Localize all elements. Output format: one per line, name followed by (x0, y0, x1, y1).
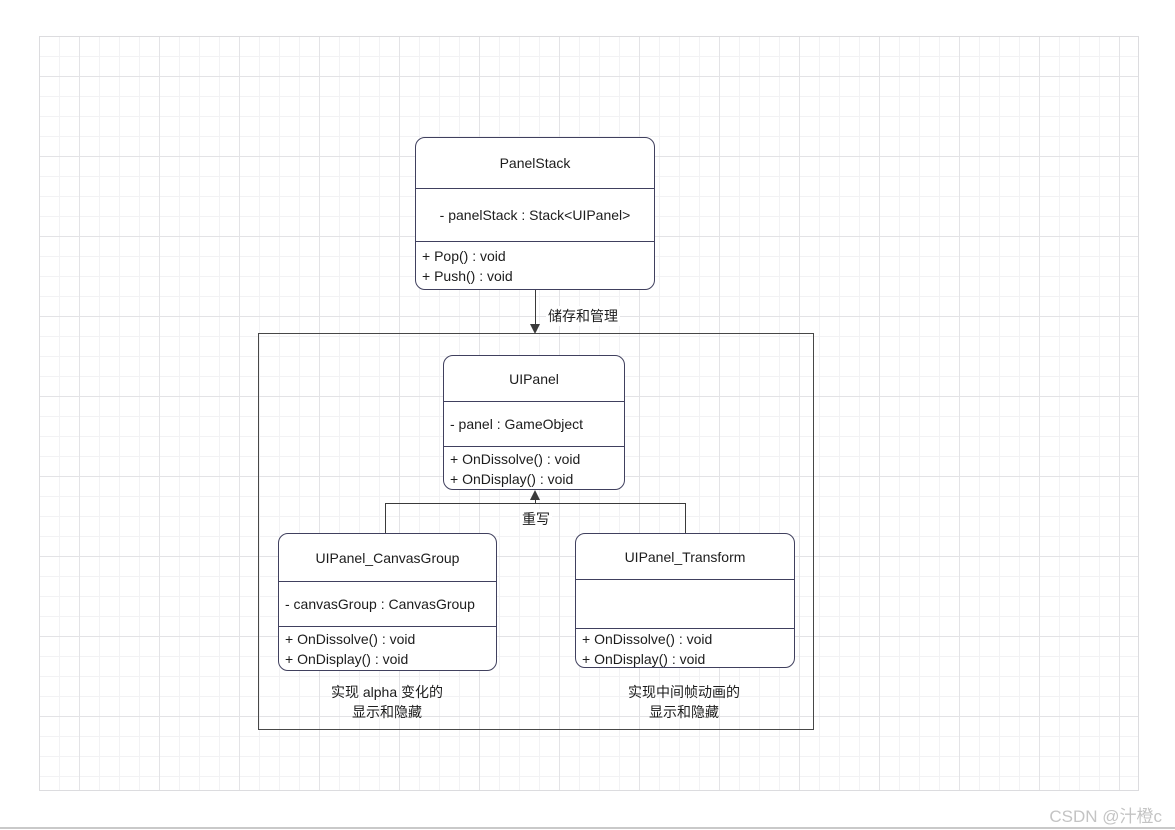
method-text: + Push() : void (422, 268, 513, 284)
method-text: + OnDisplay() : void (285, 651, 409, 667)
class-box-uipanel-transform: UIPanel_Transform + OnDissolve() : void … (575, 533, 795, 668)
class-attributes-uipanel-canvasgroup: - canvasGroup : CanvasGroup (279, 581, 496, 626)
class-methods-uipanel-transform: + OnDissolve() : void + OnDisplay() : vo… (576, 628, 794, 667)
note-canvasgroup: 实现 alpha 变化的 显示和隐藏 (287, 682, 487, 722)
class-title-panelstack: PanelStack (499, 155, 571, 171)
class-attributes-uipanel: - panel : GameObject (444, 401, 624, 446)
class-box-panelstack: PanelStack - panelStack : Stack<UIPanel>… (415, 137, 655, 290)
method-text: + OnDisplay() : void (582, 651, 706, 667)
class-title-uipanel-canvasgroup: UIPanel_CanvasGroup (315, 549, 460, 566)
edge-label-override: 重写 (520, 509, 552, 529)
method-text: + OnDissolve() : void (450, 451, 581, 467)
note-line: 显示和隐藏 (352, 704, 422, 720)
method-text: + OnDisplay() : void (450, 471, 574, 487)
method-text: + Pop() : void (422, 248, 506, 264)
csdn-watermark: CSDN @汁橙c (1049, 807, 1162, 826)
class-attributes-uipanel-transform (576, 579, 794, 628)
attribute-text: - canvasGroup : CanvasGroup (285, 596, 475, 612)
note-line: 实现中间帧动画的 (628, 684, 740, 700)
class-title-uipanel-transform: UIPanel_Transform (624, 548, 746, 565)
arrowhead-down-icon (530, 324, 540, 334)
class-box-uipanel: UIPanel - panel : GameObject + OnDissolv… (443, 355, 625, 490)
edge-override-horizontal-line (385, 503, 686, 504)
method-text: + OnDissolve() : void (582, 631, 713, 647)
arrowhead-up-icon (530, 490, 540, 500)
class-title-uipanel: UIPanel (509, 370, 559, 387)
class-methods-panelstack: + Pop() : void + Push() : void (416, 241, 654, 289)
attribute-text: - panelStack : Stack<UIPanel> (439, 207, 631, 223)
bottom-divider (0, 827, 1175, 829)
class-methods-uipanel: + OnDissolve() : void + OnDisplay() : vo… (444, 446, 624, 489)
note-line: 显示和隐藏 (649, 704, 719, 720)
edge-store-manage-line (535, 290, 536, 325)
note-line: 实现 alpha 变化的 (330, 684, 444, 700)
edge-override-left-drop (385, 503, 386, 533)
class-attributes-panelstack: - panelStack : Stack<UIPanel> (416, 188, 654, 241)
edge-label-store-manage: 储存和管理 (546, 306, 620, 326)
note-transform: 实现中间帧动画的 显示和隐藏 (584, 682, 784, 722)
edge-override-right-drop (685, 503, 686, 533)
method-text: + OnDissolve() : void (285, 631, 416, 647)
class-methods-uipanel-canvasgroup: + OnDissolve() : void + OnDisplay() : vo… (279, 626, 496, 670)
attribute-text: - panel : GameObject (450, 416, 584, 432)
class-box-uipanel-canvasgroup: UIPanel_CanvasGroup - canvasGroup : Canv… (278, 533, 497, 671)
edge-override-stub (535, 499, 536, 504)
